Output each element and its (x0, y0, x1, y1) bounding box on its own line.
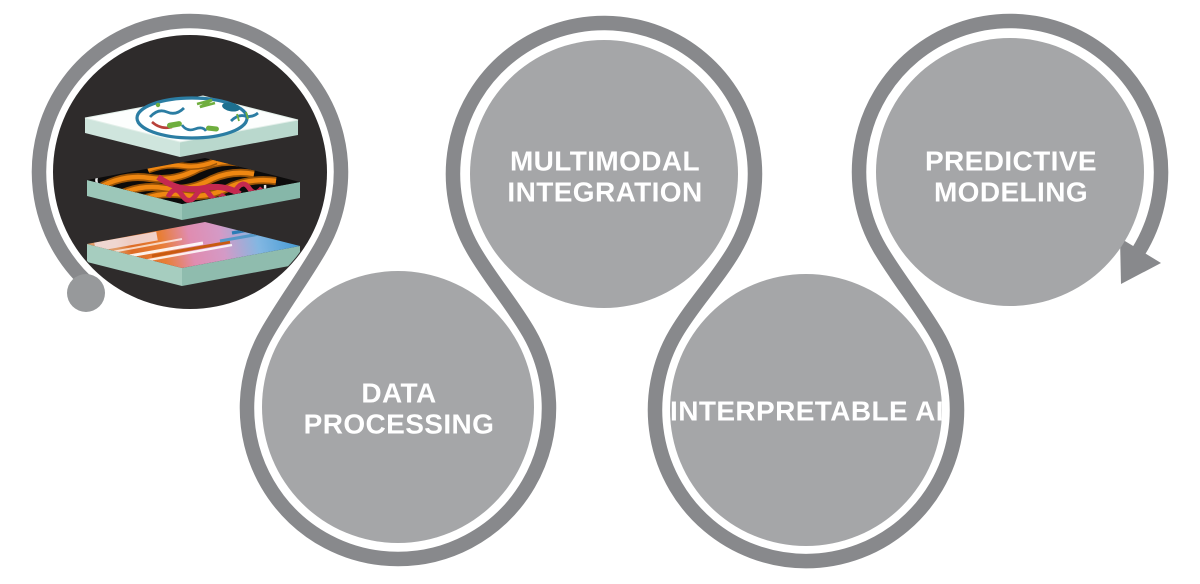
node-circle-multimodal-integration (470, 40, 738, 308)
node-label-data-processing: DATA PROCESSING (303, 377, 495, 440)
node-circle-predictive-modeling (876, 38, 1144, 306)
node-label-interpretable-ai: INTERPRETABLE AI (670, 395, 944, 427)
node-label-predictive-modeling: PREDICTIVE MODELING (924, 145, 1098, 208)
node-circle-data-processing (262, 271, 534, 543)
process-flow-arc (31, 13, 1169, 569)
flow-start-dot-icon (67, 274, 105, 312)
node-label-multimodal-integration: MULTIMODAL INTEGRATION (507, 145, 703, 208)
omics-stack-illustration (84, 95, 300, 286)
flow-arrowhead-icon (1120, 238, 1161, 284)
genomics-badge (135, 96, 259, 140)
node-circle-interpretable-ai (670, 274, 942, 546)
protein-structure-tile (87, 158, 300, 220)
node-multimodal-data-input (53, 35, 327, 309)
genomics-tile (84, 95, 299, 157)
